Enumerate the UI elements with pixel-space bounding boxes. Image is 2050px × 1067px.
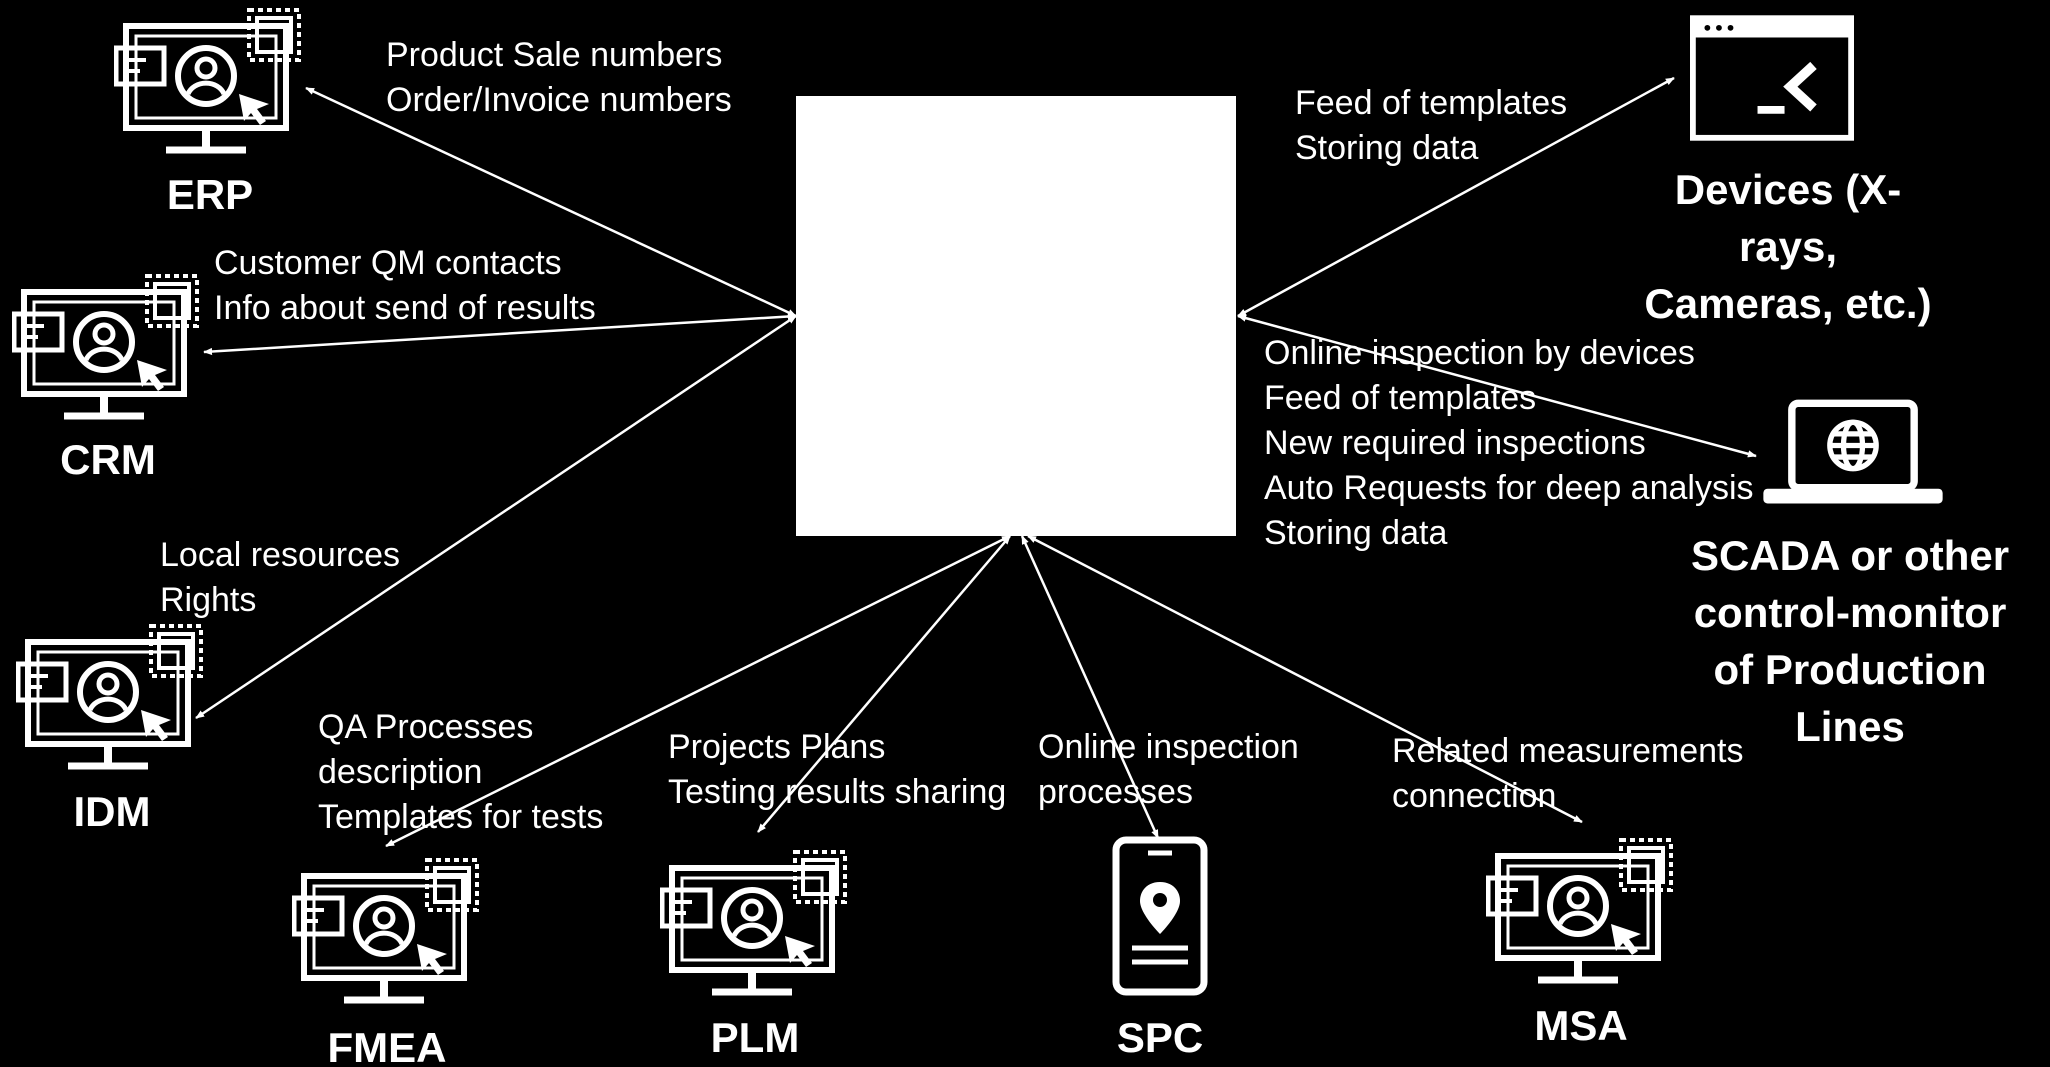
label-line: Projects Plans xyxy=(668,728,885,766)
label-line: Auto Requests for deep analysis xyxy=(1264,469,1754,507)
label-line: Testing results sharing xyxy=(668,773,1006,811)
label-line: Local resources xyxy=(160,536,400,574)
laptop-globe-icon xyxy=(1763,403,1942,503)
system-label-msa: MSA xyxy=(1534,1002,1627,1049)
label-line: FMEA xyxy=(328,1024,447,1067)
label-line: Product Sale numbers xyxy=(386,36,722,74)
flow-label-spc: Online inspection processes xyxy=(1038,728,1299,811)
monitor-user-icon-crm xyxy=(14,276,197,416)
system-label-scada: SCADA or other control-monitor of Producti… xyxy=(1691,532,2009,750)
label-line: Customer QM contacts xyxy=(214,244,562,282)
system-label-idm: IDM xyxy=(74,788,151,835)
terminal-window-icon xyxy=(1693,18,1851,138)
monitor-user-icon-plm xyxy=(662,852,845,992)
label-line: MSA xyxy=(1534,1002,1627,1049)
monitor-user-icon-msa xyxy=(1488,840,1671,980)
label-line: Feed of templates xyxy=(1295,84,1567,122)
label-line: Cameras, etc.) xyxy=(1644,280,1931,327)
flow-label-msa: Related measurements connection xyxy=(1392,732,1744,815)
label-line: Order/Invoice numbers xyxy=(386,81,732,119)
label-line: CRM xyxy=(60,436,156,483)
smartphone-location-icon xyxy=(1116,840,1204,992)
connector-msa xyxy=(1027,534,1583,824)
system-label-devices: Devices (X-rays, Cameras, etc.) xyxy=(1644,166,1931,327)
monitor-user-icon-idm xyxy=(18,626,201,766)
label-line: processes xyxy=(1038,773,1193,811)
connector-plm xyxy=(757,535,1011,833)
system-label-plm: PLM xyxy=(711,1014,800,1061)
label-line: Info about send of results xyxy=(214,289,596,327)
connector-erp xyxy=(305,86,797,318)
label-line: Storing data xyxy=(1264,514,1447,552)
label-line: Related measurements xyxy=(1392,732,1744,770)
system-label-crm: CRM xyxy=(60,436,156,483)
system-label-erp: ERP xyxy=(167,171,253,218)
label-line: of Production xyxy=(1714,646,1987,693)
label-line: ERP xyxy=(167,171,253,218)
system-label-fmea: FMEA xyxy=(328,1024,447,1067)
label-line: PLM xyxy=(711,1014,800,1061)
label-line: IDM xyxy=(74,788,151,835)
label-line: Rights xyxy=(160,581,256,619)
connector-devices xyxy=(1237,76,1675,318)
label-line: Storing data xyxy=(1295,129,1478,167)
label-line: SCADA or other xyxy=(1691,532,2009,579)
system-label-spc: SPC xyxy=(1117,1014,1203,1061)
label-line: Devices (X- xyxy=(1675,166,1901,213)
connector-scada xyxy=(1237,314,1757,458)
monitor-user-icon-fmea xyxy=(294,860,477,1000)
label-line: SPC xyxy=(1117,1014,1203,1061)
connector-idm xyxy=(195,314,797,720)
label-line: New required inspections xyxy=(1264,424,1646,462)
label-line: description xyxy=(318,753,482,791)
label-line: Templates for tests xyxy=(318,798,603,836)
label-line: connection xyxy=(1392,777,1556,815)
label-line: Lines xyxy=(1795,703,1905,750)
label-line: Online inspection xyxy=(1038,728,1299,766)
monitor-user-icon-erp xyxy=(116,10,299,150)
central-hub-box xyxy=(796,96,1236,536)
label-line: Online inspection by devices xyxy=(1264,334,1695,372)
label-line: Feed of templates xyxy=(1264,379,1536,417)
label-line: QA Processes xyxy=(318,708,533,746)
label-line: control-monitor xyxy=(1694,589,2007,636)
label-line: rays, xyxy=(1739,223,1837,270)
